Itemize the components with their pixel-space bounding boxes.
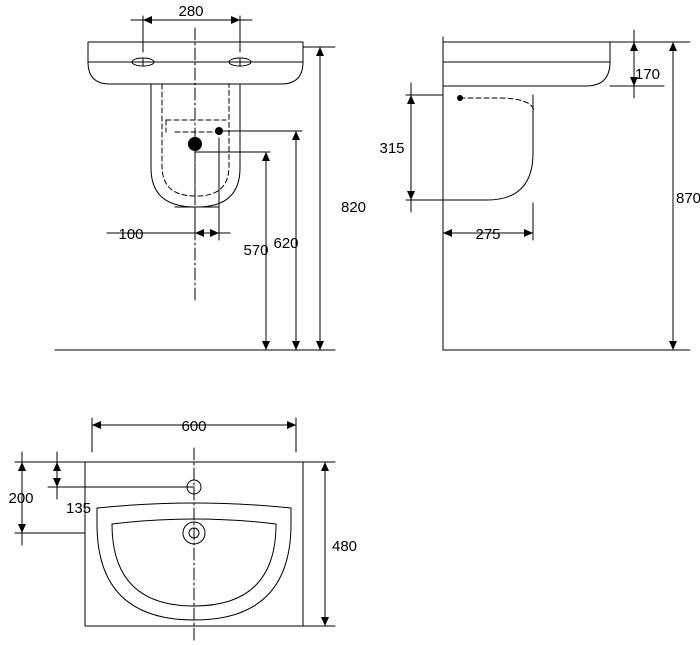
dimension-label-620: 620 xyxy=(273,235,298,252)
dimension-label-870: 870 xyxy=(676,190,700,207)
tap-hole-right xyxy=(228,57,252,67)
dimension-870 xyxy=(442,41,691,351)
dimension-480 xyxy=(302,461,336,627)
dimension-label-280: 280 xyxy=(178,3,203,20)
dimension-label-600: 600 xyxy=(181,418,206,435)
front-elevation-view xyxy=(54,15,336,351)
side-elevation-view xyxy=(405,29,691,351)
dimension-275 xyxy=(442,202,534,241)
tap-hole-left xyxy=(131,57,155,67)
dimension-label-200: 200 xyxy=(8,490,33,507)
dimension-820 xyxy=(302,46,336,351)
dimension-label-570: 570 xyxy=(243,242,268,259)
shroud-side-outline xyxy=(442,94,534,201)
dimension-600 xyxy=(91,417,297,453)
dimension-280 xyxy=(130,15,253,53)
basin-front-outline xyxy=(87,41,304,85)
dimension-label-820: 820 xyxy=(341,199,366,216)
dimension-label-275: 275 xyxy=(475,226,500,243)
dimension-170 xyxy=(609,29,665,99)
dimension-100 xyxy=(106,137,231,241)
bowl-inner-plan xyxy=(111,523,277,607)
dimension-315 xyxy=(405,82,444,213)
dimension-label-135: 135 xyxy=(66,500,91,517)
dimension-570 xyxy=(194,151,271,351)
dimension-label-170: 170 xyxy=(635,66,660,83)
dimension-200 xyxy=(14,451,86,546)
dimension-label-315: 315 xyxy=(379,140,404,157)
dimension-620 xyxy=(218,130,303,351)
top-plan-view xyxy=(14,417,336,644)
basin-side-outline xyxy=(442,41,611,87)
dimension-label-480: 480 xyxy=(332,538,357,555)
bowl-hidden-side xyxy=(459,97,535,111)
waste-outlet-side xyxy=(457,95,463,101)
shroud-front-hidden-outline xyxy=(161,83,230,197)
dimension-label-100: 100 xyxy=(118,226,143,243)
dimension-135 xyxy=(47,451,195,500)
